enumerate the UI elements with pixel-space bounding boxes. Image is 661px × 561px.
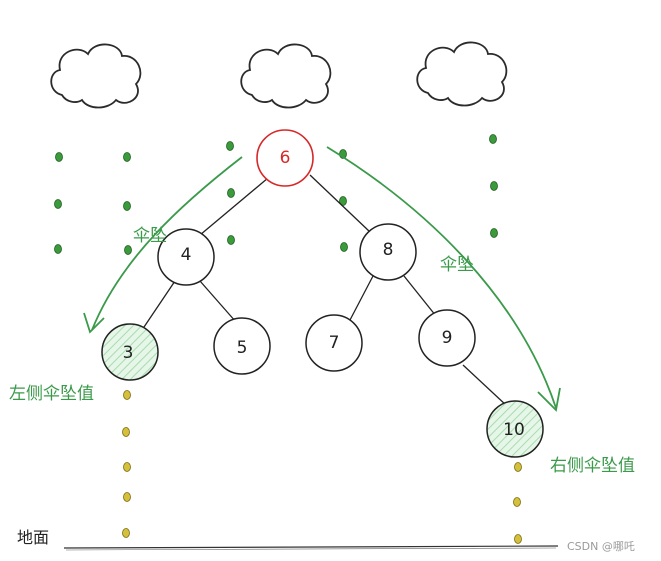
arrow-right-fall bbox=[326, 146, 557, 409]
node-label-8: 8 bbox=[383, 240, 394, 260]
arrow-left-fall bbox=[91, 156, 243, 331]
ground-line bbox=[63, 545, 559, 549]
edge-9-10 bbox=[462, 364, 508, 407]
node-label-10: 10 bbox=[503, 420, 525, 440]
tree-node-10: 10 bbox=[486, 400, 544, 458]
tree-node-8: 8 bbox=[359, 223, 417, 281]
edge-6-4 bbox=[199, 177, 269, 236]
tree-node-5: 5 bbox=[213, 317, 271, 375]
watermark: CSDN @哪吒 bbox=[567, 540, 635, 553]
rain-drops-green bbox=[54, 134, 498, 255]
tree-node-7: 7 bbox=[305, 314, 363, 372]
rain-drops-yellow bbox=[122, 390, 522, 544]
node-label-6: 6 bbox=[280, 148, 291, 168]
edge-4-5 bbox=[199, 280, 237, 323]
tree-node-6: 6 bbox=[256, 129, 314, 187]
edge-6-8 bbox=[309, 174, 371, 233]
tree-node-3: 3 bbox=[101, 323, 159, 381]
cloud-icon-left bbox=[50, 43, 142, 109]
label-left-value: 左侧伞坠值 bbox=[9, 384, 94, 404]
cloud-icon-right bbox=[416, 41, 508, 107]
tree-node-9: 9 bbox=[418, 309, 476, 367]
arrow-right-head bbox=[537, 387, 561, 412]
ground-line-sketch bbox=[65, 547, 557, 551]
edge-4-3 bbox=[141, 280, 176, 331]
tree-node-4: 4 bbox=[157, 228, 215, 286]
edge-8-9 bbox=[403, 275, 437, 317]
cloud-icon-center bbox=[240, 43, 332, 109]
edge-8-7 bbox=[349, 275, 374, 321]
node-label-3: 3 bbox=[123, 343, 134, 363]
node-label-7: 7 bbox=[329, 333, 340, 353]
node-label-5: 5 bbox=[237, 338, 248, 358]
label-fall-right: 伞坠 bbox=[440, 255, 474, 275]
label-right-value: 右侧伞坠值 bbox=[550, 456, 635, 476]
node-label-9: 9 bbox=[442, 328, 453, 348]
node-label-4: 4 bbox=[181, 245, 192, 265]
label-ground: 地面 bbox=[17, 528, 49, 547]
arrow-left-head bbox=[83, 312, 105, 334]
tree-edges bbox=[141, 174, 508, 407]
label-fall-left: 伞坠 bbox=[133, 226, 167, 246]
